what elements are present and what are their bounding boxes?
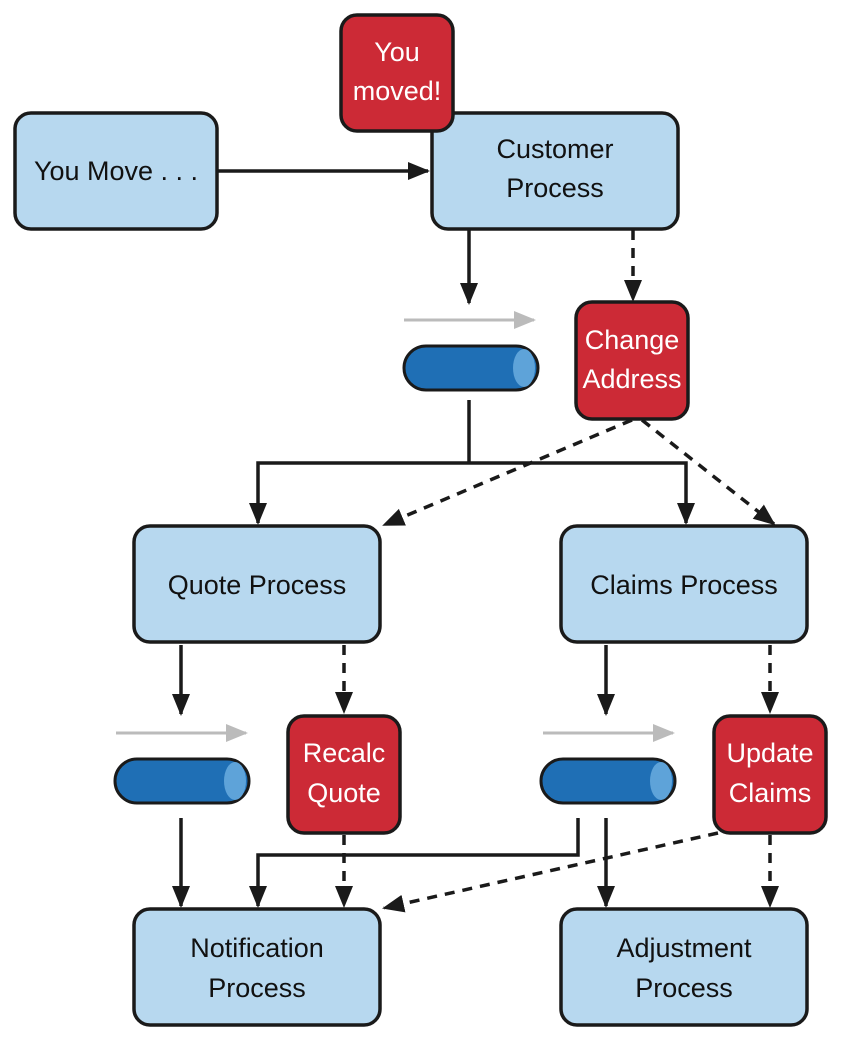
update-claims-line1: Update (726, 738, 813, 768)
adjustment-label-line2: Process (635, 973, 733, 1003)
change-address-line1: Change (585, 325, 680, 355)
change-address-line2: Address (582, 364, 681, 394)
update-claims-line2: Claims (729, 778, 812, 808)
box-adjustment-process: Adjustment Process (559, 907, 809, 1027)
event-change-address: Change Address (574, 300, 690, 421)
queue-cap (224, 762, 246, 800)
box-notification-process: Notification Process (132, 907, 382, 1027)
you-move-label: You Move . . . (34, 156, 198, 186)
arrow-change-address-to-claims (640, 418, 776, 526)
queue-cap (650, 762, 672, 800)
arrow-queue-to-quote (249, 461, 469, 525)
box-you-move: You Move . . . (13, 111, 219, 231)
arrow-queue-to-claims (469, 461, 695, 525)
quote-label: Quote Process (168, 570, 347, 600)
you-moved-line2: moved! (353, 76, 442, 106)
connectors (172, 162, 779, 913)
customer-label-line2: Process (506, 173, 604, 203)
queue-cap (513, 349, 535, 387)
notification-label-line2: Process (208, 973, 306, 1003)
you-moved-line1: You (374, 37, 420, 67)
box-claims-process: Claims Process (559, 524, 809, 644)
recalc-quote-line1: Recalc (303, 738, 386, 768)
event-update-claims: Update Claims (712, 714, 828, 835)
customer-label-line1: Customer (496, 134, 613, 164)
queue-quote (113, 757, 251, 805)
arrow-change-address-to-quote (382, 418, 633, 527)
adjustment-label-line1: Adjustment (616, 933, 752, 963)
box-quote-process: Quote Process (132, 524, 382, 644)
event-you-moved: You moved! (339, 13, 455, 133)
queue-claims (539, 757, 677, 805)
arrow-claims-queue-to-notification (249, 818, 580, 908)
claims-label: Claims Process (590, 570, 778, 600)
hint-arrows (116, 311, 675, 742)
arrow-update-claims-to-notification (382, 831, 719, 913)
box-customer-process: Customer Process (430, 111, 680, 231)
recalc-quote-line2: Quote (307, 778, 381, 808)
queue-customer (402, 344, 540, 392)
event-recalc-quote: Recalc Quote (286, 714, 402, 835)
notification-label-line1: Notification (190, 933, 324, 963)
